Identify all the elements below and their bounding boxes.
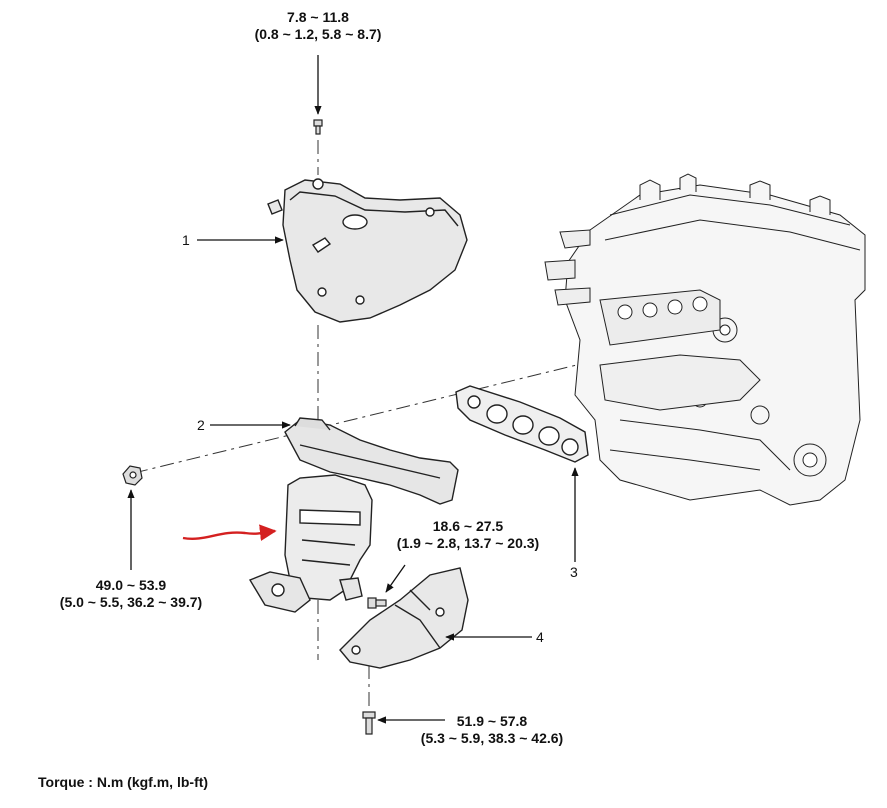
exhaust-manifold <box>248 417 459 613</box>
annotation-arrow <box>182 524 277 542</box>
heat-shield-bolt <box>313 119 323 135</box>
torque-conversion: (5.0 ~ 5.5, 36.2 ~ 39.7) <box>59 594 203 610</box>
callout-2: 2 <box>197 417 205 433</box>
manifold-nut <box>122 465 143 486</box>
callout-3: 3 <box>570 564 578 580</box>
torque-conversion: (0.8 ~ 1.2, 5.8 ~ 8.7) <box>254 26 382 42</box>
torque-conversion: (5.3 ~ 5.9, 38.3 ~ 42.6) <box>420 730 564 746</box>
assembly-centerlines <box>133 140 721 710</box>
torque-units-footer: Torque : N.m (kgf.m, lb-ft) <box>38 774 209 790</box>
callout-1: 1 <box>182 232 190 248</box>
torque-label-bracket-lower-bolt: 51.9 ~ 57.8 (5.3 ~ 5.9, 38.3 ~ 42.6) <box>402 713 582 747</box>
torque-value: 18.6 ~ 27.5 <box>432 518 504 534</box>
leader-lines <box>127 55 579 724</box>
torque-value: 49.0 ~ 53.9 <box>95 577 167 593</box>
engine-block <box>544 173 866 506</box>
manifold-gasket <box>455 385 589 463</box>
torque-value: 7.8 ~ 11.8 <box>287 9 349 25</box>
heat-shield <box>267 178 468 323</box>
torque-value: 51.9 ~ 57.8 <box>456 713 528 729</box>
bracket-upper-bolt <box>367 597 387 609</box>
manifold-bracket <box>339 567 469 669</box>
torque-label-manifold-nut: 49.0 ~ 53.9 (5.0 ~ 5.5, 36.2 ~ 39.7) <box>38 577 224 611</box>
torque-label-bracket-upper-bolt: 18.6 ~ 27.5 (1.9 ~ 2.8, 13.7 ~ 20.3) <box>378 518 558 552</box>
torque-label-heat-shield-bolt: 7.8 ~ 11.8 (0.8 ~ 1.2, 5.8 ~ 8.7) <box>238 9 398 43</box>
bracket-lower-bolt <box>362 711 376 735</box>
torque-conversion: (1.9 ~ 2.8, 13.7 ~ 20.3) <box>396 535 540 551</box>
callout-4: 4 <box>536 629 544 645</box>
